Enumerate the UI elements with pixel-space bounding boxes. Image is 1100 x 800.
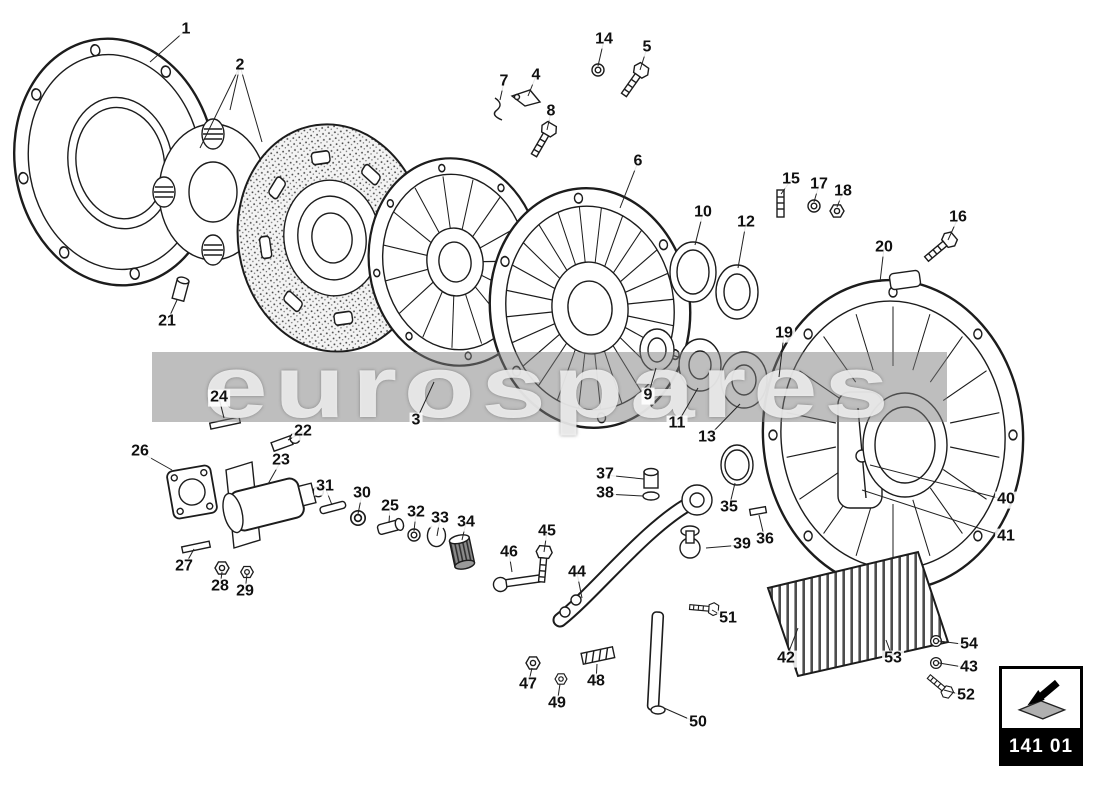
- watermark-text: eurospares: [203, 337, 896, 436]
- page-badge: 141 01: [999, 666, 1083, 766]
- snap-ring-drawing: [720, 444, 754, 486]
- release-fork-drawing: [552, 467, 713, 628]
- ribbed-cover-drawing: [766, 550, 950, 678]
- page-code: 141 01: [1002, 731, 1080, 763]
- slave-cylinder-drawing: [166, 461, 325, 549]
- seal-rings-drawing: [669, 241, 759, 320]
- watermark: eurospares: [152, 343, 947, 431]
- small-hardware-drawing: [171, 60, 960, 715]
- section-arrow-icon: [1002, 669, 1080, 731]
